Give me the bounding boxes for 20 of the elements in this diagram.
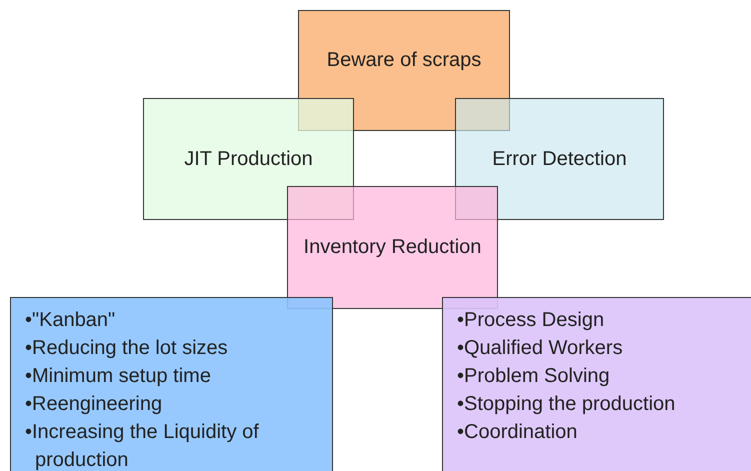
list-box — [442, 297, 751, 471]
list-item: •Stopping the production — [457, 392, 676, 417]
list-item: •Qualified Workers — [457, 336, 624, 361]
concept-box — [287, 186, 498, 309]
list-box — [10, 297, 333, 471]
concept-box — [455, 98, 664, 220]
list-item: •Minimum setup time — [25, 364, 212, 389]
box-label: Error Detection — [492, 148, 627, 170]
list-item: •Increasing the Liquidity of production — [25, 420, 260, 471]
list-item: •Process Design — [457, 308, 606, 333]
box-label: JIT Production — [184, 148, 313, 170]
list-item: •Coordination — [457, 420, 578, 445]
list-item: •Reducing the lot sizes — [25, 336, 229, 361]
concept-box — [143, 98, 354, 220]
list-item: •"Kanban" — [25, 308, 116, 333]
list-item: •Problem Solving — [457, 364, 611, 389]
box-label: Inventory Reduction — [304, 236, 482, 259]
list-item: •Reengineering — [25, 392, 164, 417]
box-label: Beware of scraps — [326, 49, 482, 72]
concept-box — [298, 10, 510, 131]
